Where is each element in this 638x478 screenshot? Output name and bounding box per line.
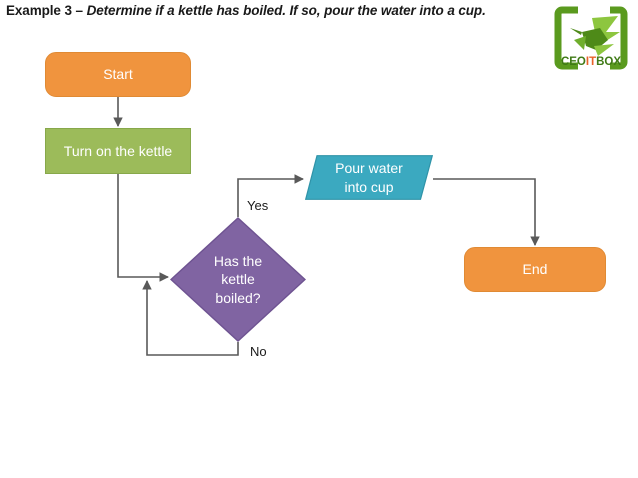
node-turn-on-the-kettle[interactable]: Turn on the kettle — [45, 128, 191, 174]
svg-text:CEOITBOX: CEOITBOX — [561, 56, 621, 68]
node-pour-water-into-cup[interactable]: Pour water into cup — [305, 155, 433, 200]
edge-pour-to-end — [433, 178, 540, 246]
node-decision-label: Has the kettle boiled? — [213, 252, 263, 306]
logo-text-it: IT — [586, 56, 596, 68]
node-turn-on-the-kettle-label: Turn on the kettle — [63, 142, 173, 159]
title-lead: Example 3 – — [6, 3, 87, 18]
page-title: Example 3 – Determine if a kettle has bo… — [6, 3, 486, 18]
edge-turnon-to-decision — [117, 174, 169, 282]
edge-label-no: No — [250, 344, 267, 359]
node-pour-water-label: Pour water into cup — [335, 160, 403, 195]
node-end[interactable]: End — [464, 247, 606, 292]
ceoitbox-logo: CEOITBOX — [548, 2, 634, 74]
node-start-label: Start — [103, 66, 133, 83]
logo-text-ceo: CEO — [561, 56, 586, 68]
node-start[interactable]: Start — [45, 52, 191, 97]
node-decision-has-kettle-boiled[interactable]: Has the kettle boiled? — [170, 217, 306, 342]
node-end-label: End — [522, 261, 548, 278]
io-parallelogram-shape — [305, 155, 433, 200]
title-rest: Determine if a kettle has boiled. If so,… — [86, 3, 486, 18]
logo-text-box: BOX — [596, 56, 621, 68]
decision-diamond-shape — [170, 217, 306, 342]
edge-label-yes: Yes — [247, 198, 269, 213]
